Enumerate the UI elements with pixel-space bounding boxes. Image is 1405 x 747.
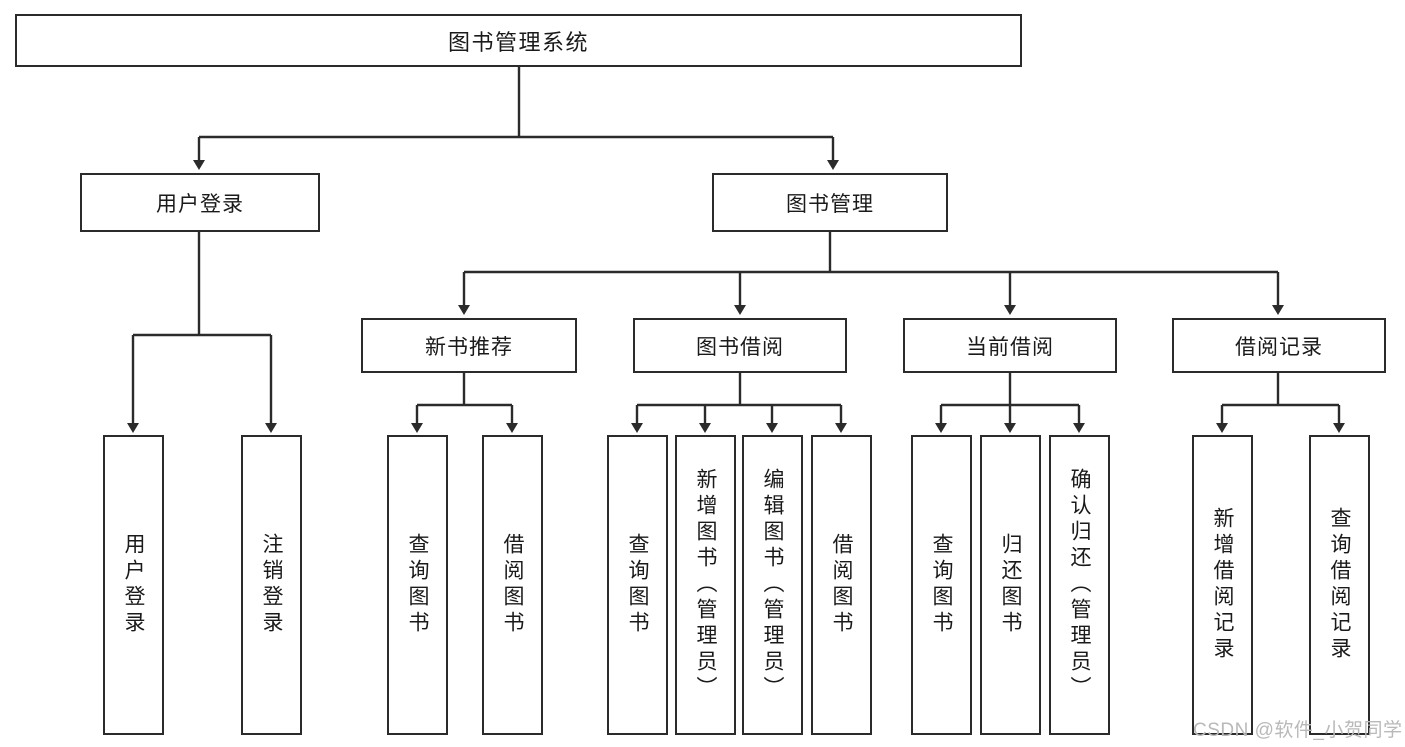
node-label: 新增借阅记录 [1211,507,1234,663]
leaf-query-book-current[interactable]: 查询图书 [911,435,972,735]
node-label: 注销登录 [260,533,283,637]
node-label: 编辑图书（管理员） [761,468,784,702]
csdn-watermark: CSDN @软件_小贺同学 [1193,720,1403,741]
leaf-borrow-book[interactable]: 借阅图书 [811,435,872,735]
node-book-management[interactable]: 图书管理 [712,173,948,232]
node-label: 查询图书 [626,533,649,637]
leaf-edit-book-admin[interactable]: 编辑图书（管理员） [742,435,803,735]
node-label: 借阅图书 [830,533,853,637]
node-label: 归还图书 [999,533,1022,637]
leaf-query-borrow-record[interactable]: 查询借阅记录 [1309,435,1370,735]
node-label: 用户登录 [156,192,244,216]
node-label: 借阅图书 [501,533,524,637]
node-label: 借阅记录 [1235,335,1323,359]
node-book-borrow[interactable]: 图书借阅 [633,318,847,373]
leaf-return-book[interactable]: 归还图书 [980,435,1041,735]
node-label: 查询图书 [930,533,953,637]
leaf-add-book-admin[interactable]: 新增图书（管理员） [675,435,736,735]
node-label: 查询图书 [406,533,429,637]
node-current-borrow[interactable]: 当前借阅 [903,318,1117,373]
node-label: 新书推荐 [425,335,513,359]
leaf-confirm-return-admin[interactable]: 确认归还（管理员） [1049,435,1110,735]
leaf-query-book-borrow[interactable]: 查询图书 [607,435,668,735]
node-label: 图书借阅 [696,335,784,359]
node-label: 查询借阅记录 [1328,507,1351,663]
node-label: 新增图书（管理员） [694,468,717,702]
leaf-logout[interactable]: 注销登录 [241,435,302,735]
node-borrow-record[interactable]: 借阅记录 [1172,318,1386,373]
node-label: 当前借阅 [966,335,1054,359]
node-user-login[interactable]: 用户登录 [80,173,320,232]
node-label: 确认归还（管理员） [1068,468,1091,702]
leaf-user-login[interactable]: 用户登录 [103,435,164,735]
node-new-book-recommend[interactable]: 新书推荐 [361,318,577,373]
leaf-add-borrow-record[interactable]: 新增借阅记录 [1192,435,1253,735]
leaf-query-book-recommend[interactable]: 查询图书 [387,435,448,735]
node-label: 用户登录 [122,533,145,637]
node-label: 图书管理系统 [447,29,589,55]
leaf-borrow-book-recommend[interactable]: 借阅图书 [482,435,543,735]
node-label: 图书管理 [786,192,874,216]
node-book-management-system[interactable]: 图书管理系统 [15,14,1022,67]
